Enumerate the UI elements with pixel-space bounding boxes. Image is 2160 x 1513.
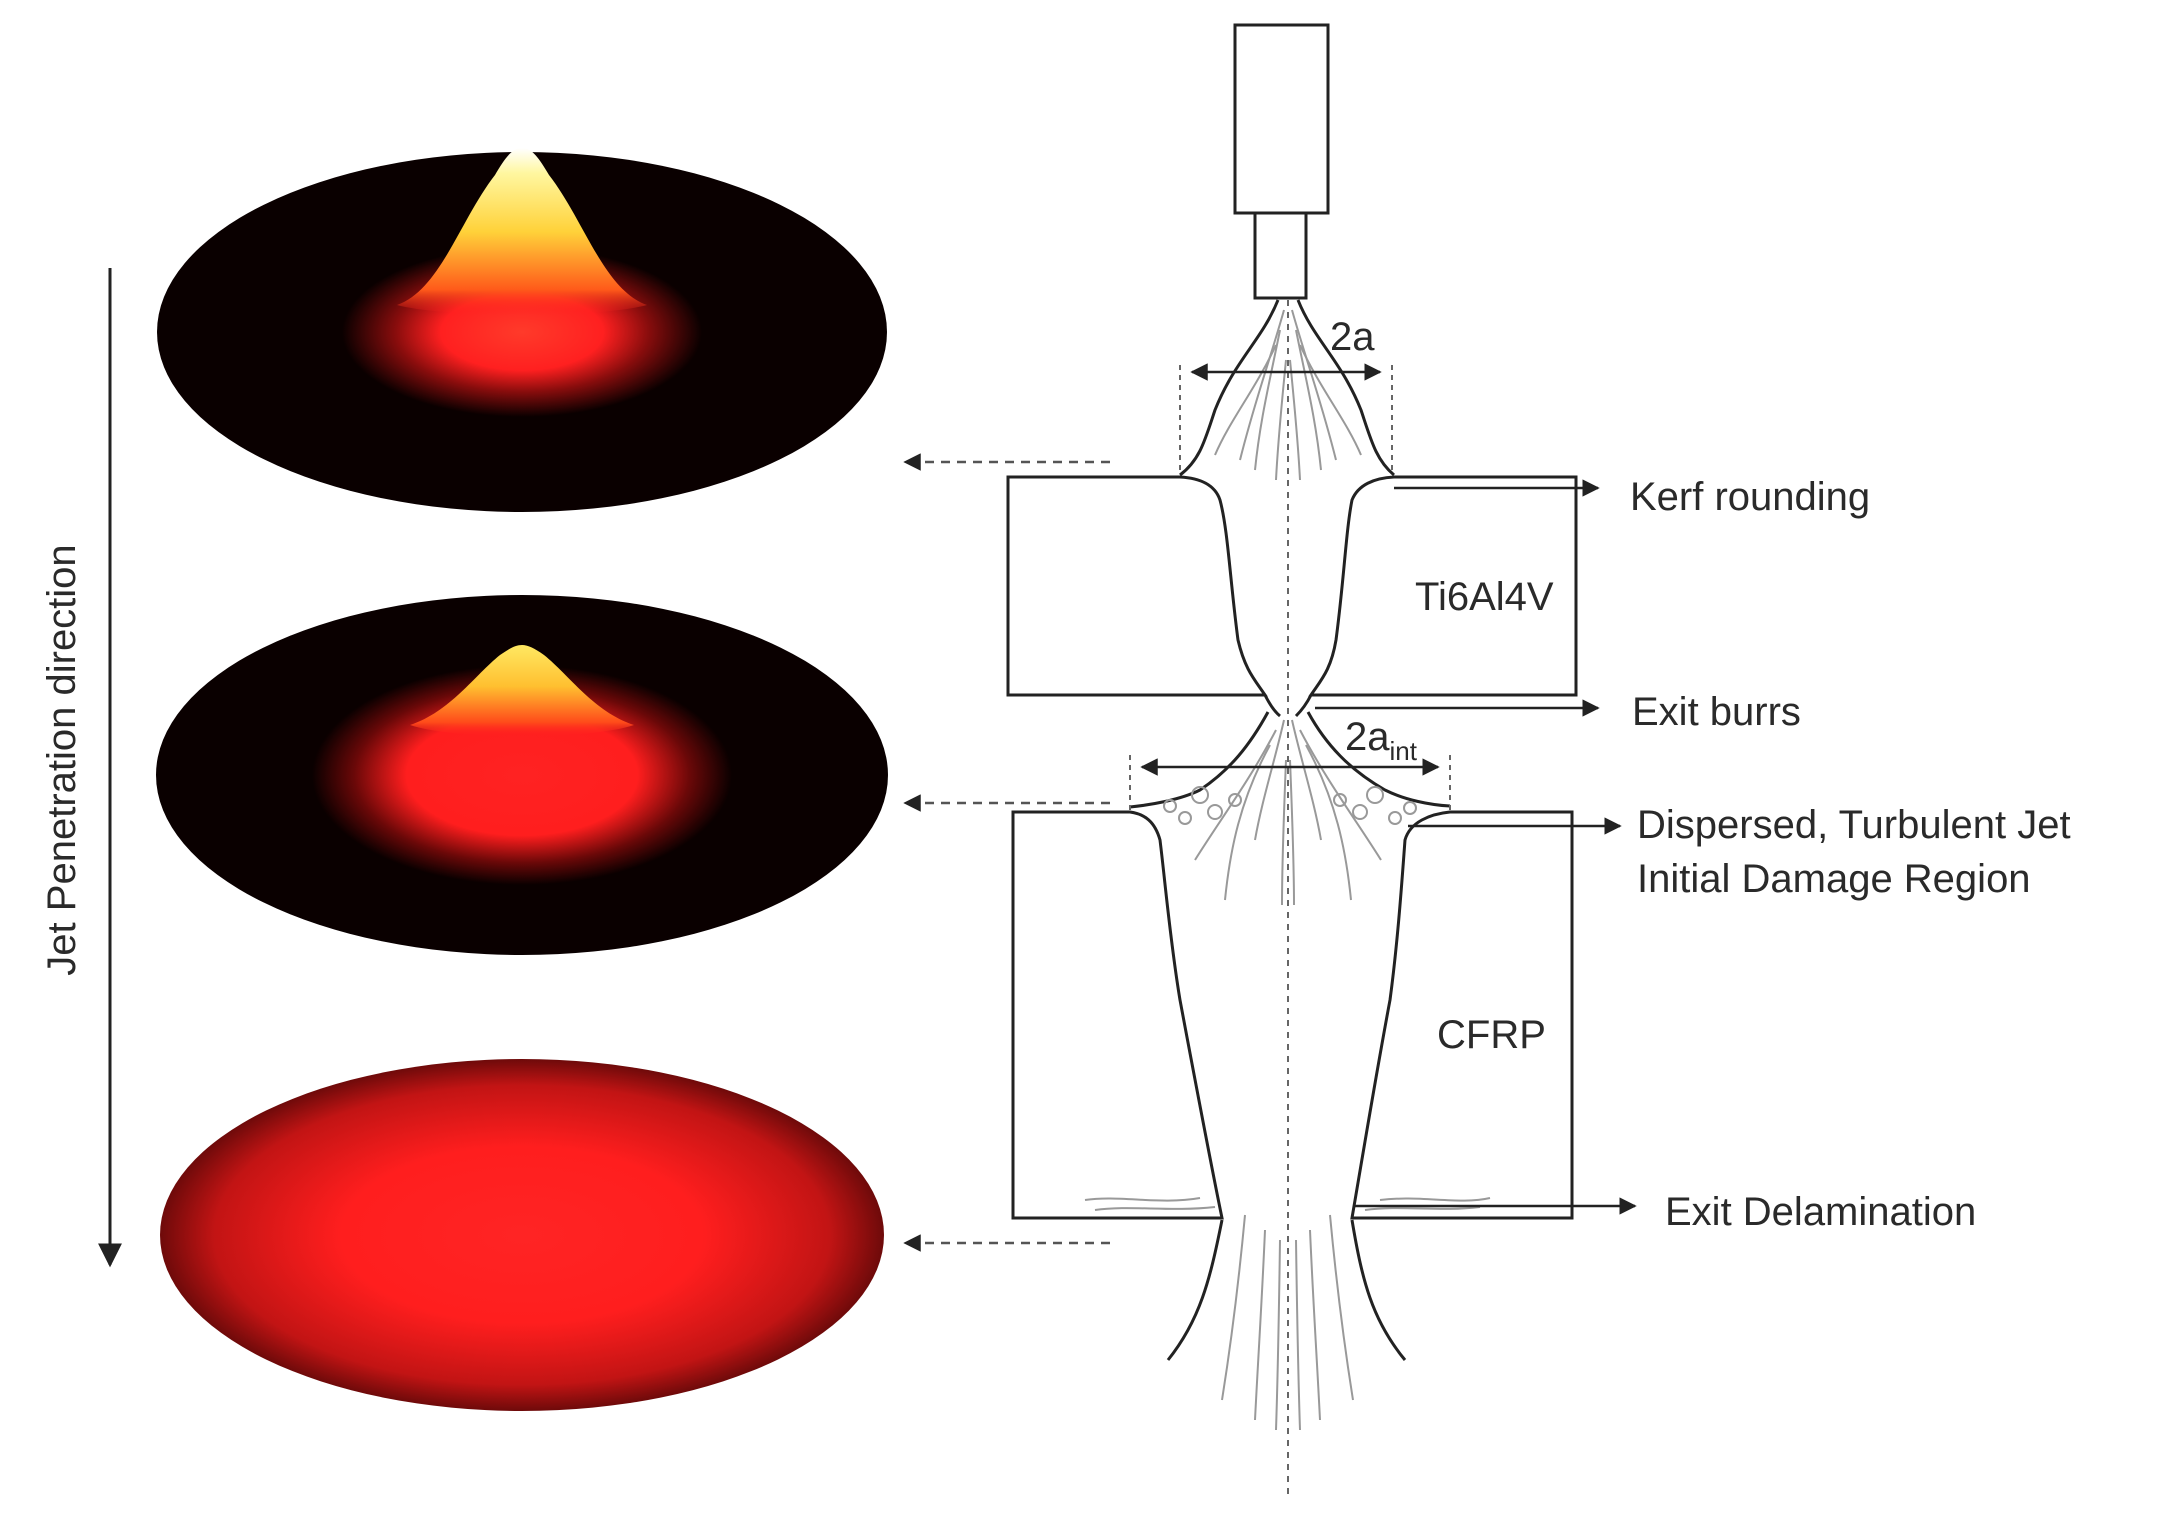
dispersed-jet-label-line1: Dispersed, Turbulent Jet [1637,803,2071,847]
interface-width-base: 2a [1345,715,1390,759]
nozzle-body [1233,23,1330,215]
material-ti6al4v-label: Ti6Al4V [1415,575,1554,619]
turbulent-eddies [1163,719,1417,906]
interface-width-sub: int [1390,736,1418,766]
annotation-arrows [1315,479,1637,1215]
free-jet [1179,299,1395,477]
cfrp-plate [1011,810,1574,1220]
jet-direction-label: Jet Penetration direction [40,544,84,975]
energy-profile-1 [157,148,887,512]
material-cfrp-label: CFRP [1437,1013,1546,1057]
interface-width-label: 2aint [1345,715,1418,766]
pointer-arrows [903,453,1110,1252]
jet-streamlines [1214,309,1362,481]
kerf-rounding-label: Kerf rounding [1630,475,1870,519]
jet-width-label: 2a [1330,315,1375,359]
dispersed-jet-label-line2: Initial Damage Region [1637,857,2031,901]
energy-profile-3 [160,1059,884,1411]
delamination-marks [1084,1197,1491,1211]
exit-delamination-label: Exit Delamination [1665,1190,1976,1234]
nozzle-tip [1253,211,1308,300]
interface-jet [1129,711,1451,809]
exit-streamlines [1221,1214,1354,1431]
dimension-2a: 2a [1179,315,1393,475]
energy-profile-2 [156,595,888,955]
exit-burrs-label: Exit burrs [1632,690,1801,734]
nozzle [1233,23,1330,300]
ti6al4v-plate [1006,475,1578,718]
dimension-2a-int: 2aint [1129,715,1451,860]
exit-jet [1166,1219,1407,1361]
